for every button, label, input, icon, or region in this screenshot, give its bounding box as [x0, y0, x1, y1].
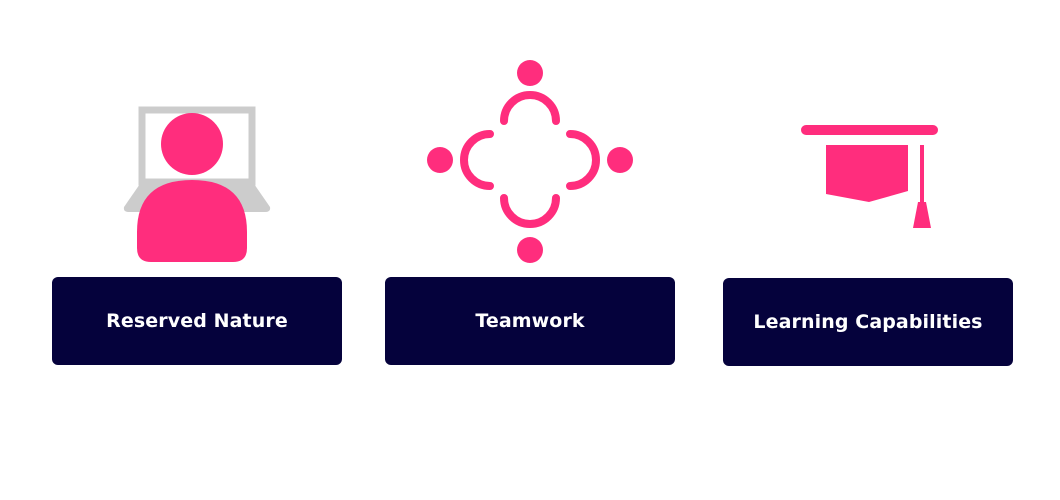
- team-circle-icon: [385, 0, 675, 270]
- card-teamwork: Teamwork: [385, 0, 675, 370]
- label-teamwork: Teamwork: [385, 277, 675, 365]
- card-learning-capabilities: Learning Capabilities: [723, 0, 1013, 370]
- card-reserved-nature: Reserved Nature: [52, 0, 342, 370]
- label-reserved-nature: Reserved Nature: [52, 277, 342, 365]
- graduation-cap-icon: [723, 0, 1013, 270]
- person-at-laptop-icon: [52, 0, 342, 270]
- label-learning-capabilities: Learning Capabilities: [723, 278, 1013, 366]
